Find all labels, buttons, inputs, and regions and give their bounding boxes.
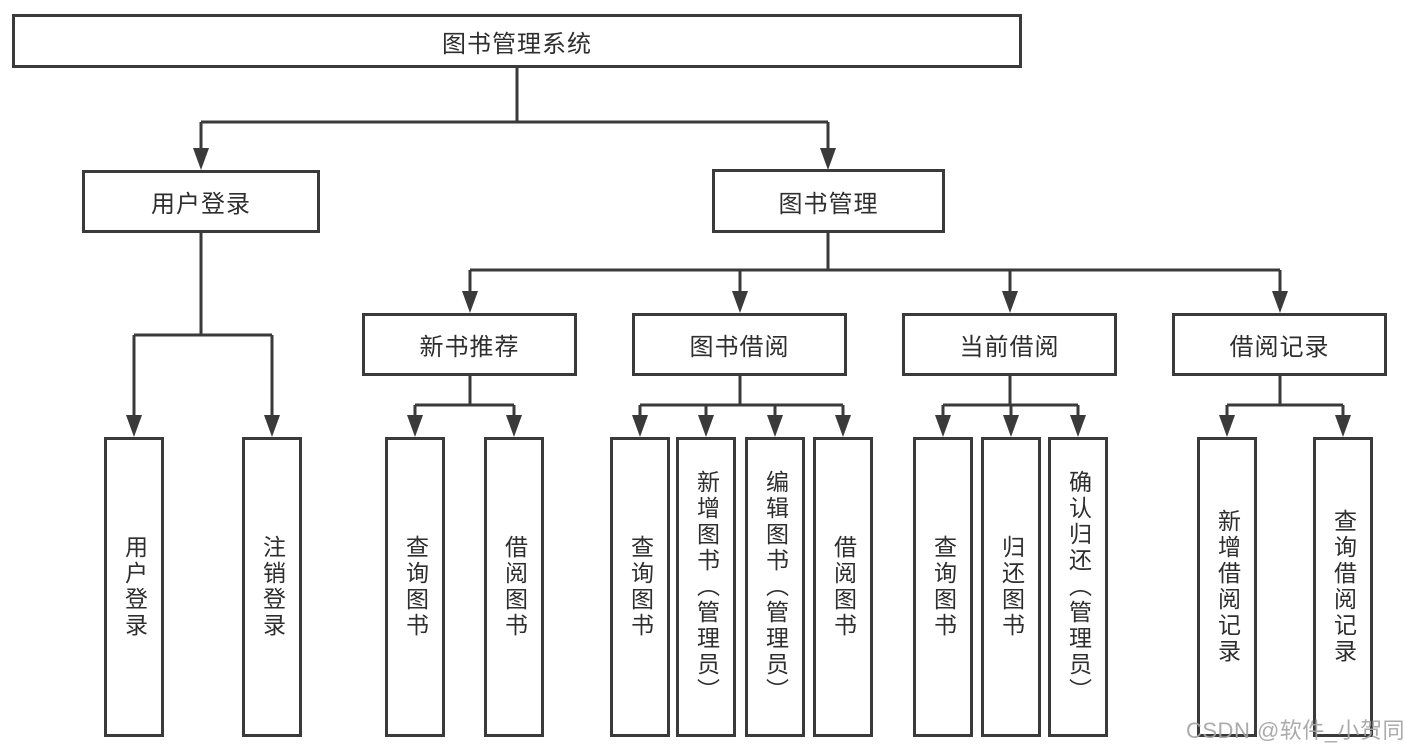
leaf-borrow-edit-label: 编辑图书（管理员）	[762, 470, 789, 704]
node-book-mgmt-label: 图书管理	[778, 190, 879, 218]
leaf-logout-label: 注销登录	[259, 535, 286, 639]
leaf-current-query: 查询图书	[913, 437, 973, 737]
leaf-current-query-label: 查询图书	[930, 535, 957, 639]
leaf-current-return: 归还图书	[981, 437, 1041, 737]
leaf-borrow-add: 新增图书（管理员）	[676, 437, 736, 737]
node-borrow-records: 借阅记录	[1172, 313, 1387, 376]
node-new-books: 新书推荐	[362, 313, 577, 376]
node-book-borrow: 图书借阅	[632, 313, 847, 376]
leaf-current-confirm-label: 确认归还（管理员）	[1065, 470, 1092, 704]
node-current-borrow: 当前借阅	[902, 313, 1117, 376]
leaf-borrow-borrow-label: 借阅图书	[830, 535, 857, 639]
leaf-newbooks-borrow-label: 借阅图书	[501, 535, 528, 639]
leaf-borrow-edit: 编辑图书（管理员）	[745, 437, 805, 737]
leaf-records-query-label: 查询借阅记录	[1330, 509, 1357, 665]
node-root: 图书管理系统	[12, 14, 1022, 68]
node-book-mgmt: 图书管理	[712, 169, 945, 233]
leaf-records-add: 新增借阅记录	[1197, 437, 1257, 737]
leaf-logout: 注销登录	[242, 437, 302, 737]
leaf-borrow-add-label: 新增图书（管理员）	[693, 470, 720, 704]
leaf-current-confirm: 确认归还（管理员）	[1048, 437, 1108, 737]
node-book-borrow-label: 图书借阅	[689, 334, 790, 361]
leaf-records-query: 查询借阅记录	[1313, 437, 1373, 737]
leaf-user-login: 用户登录	[104, 437, 164, 737]
node-current-borrow-label: 当前借阅	[959, 334, 1060, 361]
node-user-login-label: 用户登录	[151, 191, 251, 218]
leaf-borrow-query: 查询图书	[610, 437, 670, 737]
csdn-watermark: CSDN @软件_小贺同学	[1186, 718, 1405, 743]
leaf-records-add-label: 新增借阅记录	[1214, 509, 1241, 665]
leaf-newbooks-query-label: 查询图书	[402, 535, 429, 639]
leaf-borrow-query-label: 查询图书	[627, 535, 654, 639]
node-root-label: 图书管理系统	[442, 30, 592, 58]
leaf-newbooks-borrow: 借阅图书	[484, 437, 544, 737]
leaf-user-login-label: 用户登录	[121, 535, 148, 639]
node-user-login: 用户登录	[82, 170, 320, 233]
arrowhead-icons	[126, 148, 1351, 437]
node-borrow-records-label: 借阅记录	[1229, 334, 1330, 361]
leaf-borrow-borrow: 借阅图书	[813, 437, 873, 737]
node-new-books-label: 新书推荐	[419, 334, 520, 361]
leaf-current-return-label: 归还图书	[998, 535, 1025, 639]
leaf-newbooks-query: 查询图书	[385, 437, 445, 737]
